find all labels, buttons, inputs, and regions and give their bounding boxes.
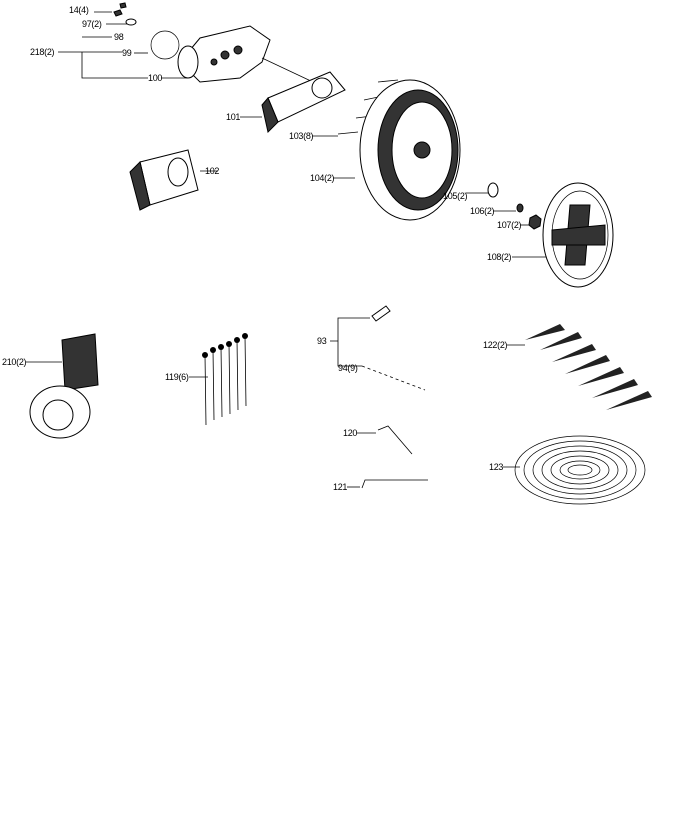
label-102: 102 <box>205 166 219 176</box>
label-210: 210(2) <box>2 357 27 367</box>
washers <box>487 182 542 230</box>
label-107: 107(2) <box>497 220 522 230</box>
boundary-wire-coil <box>514 435 646 505</box>
battery <box>29 333 99 439</box>
label-100: 100 <box>148 73 162 83</box>
label-120: 120 <box>343 428 357 438</box>
leader-lines <box>26 11 548 488</box>
label-122: 122(2) <box>483 340 508 350</box>
label-108: 108(2) <box>487 252 512 262</box>
part-labels: 14(4) 97(2) 98 218(2) 99 100 101 103(8) … <box>2 5 522 492</box>
wheel <box>359 79 461 221</box>
side-cover <box>129 149 199 211</box>
gearbox-cover <box>261 71 346 133</box>
label-104: 104(2) <box>310 173 335 183</box>
label-105: 105(2) <box>443 191 468 201</box>
pegs-bundle <box>202 333 248 426</box>
label-94: 94(9) <box>338 363 358 373</box>
bolts <box>337 79 399 135</box>
label-106: 106(2) <box>470 206 495 216</box>
label-123: 123 <box>489 462 503 472</box>
stakes <box>525 324 652 410</box>
label-218: 218(2) <box>30 47 55 57</box>
label-97: 97(2) <box>82 19 102 29</box>
label-101: 101 <box>226 112 240 122</box>
label-14: 14(4) <box>69 5 89 15</box>
label-121: 121 <box>333 482 347 492</box>
hex-keys <box>361 425 428 489</box>
blades-and-screws <box>361 305 426 391</box>
label-119: 119(6) <box>165 372 189 382</box>
label-98: 98 <box>114 32 124 42</box>
gearbox-assembly <box>113 2 331 91</box>
label-93: 93 <box>317 336 327 346</box>
label-99: 99 <box>122 48 132 58</box>
label-103: 103(8) <box>289 131 314 141</box>
hub-cap <box>542 182 614 288</box>
